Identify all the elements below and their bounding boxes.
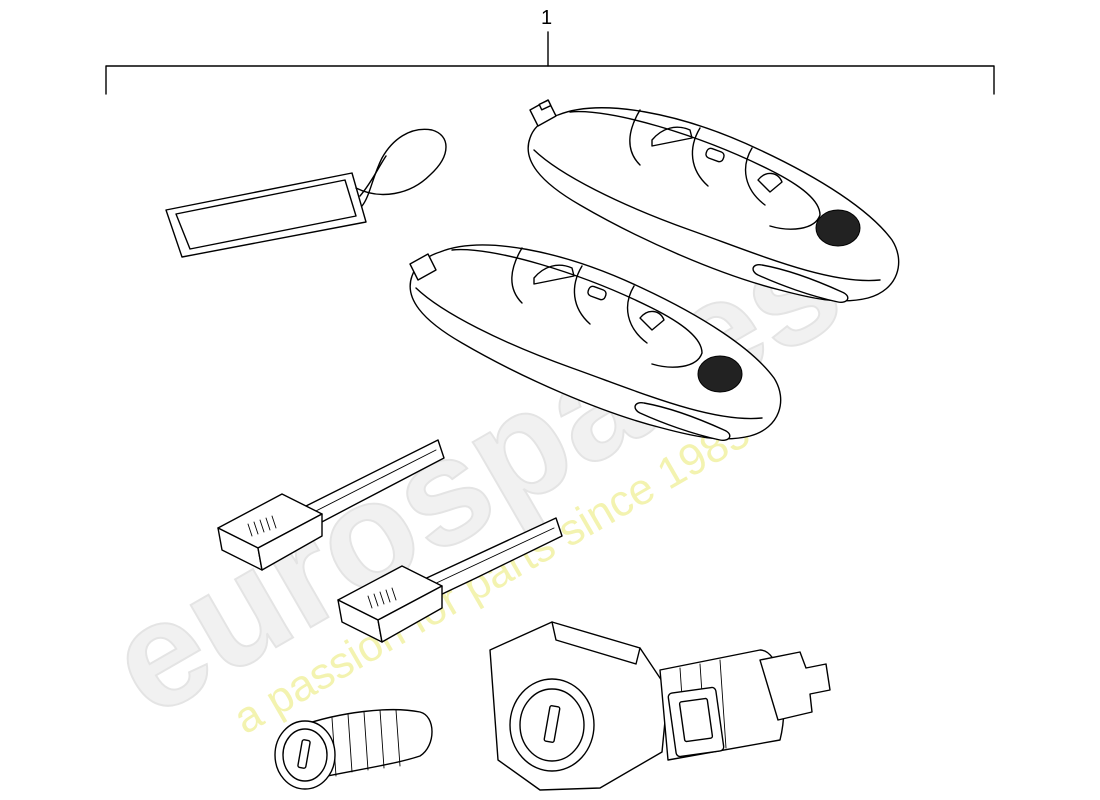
key-blade-upper-grip	[247, 515, 277, 537]
key-fob-upper-edge	[533, 149, 881, 282]
lock-icon	[705, 147, 725, 163]
car-roof-icon-lower	[533, 264, 575, 285]
lock-cylinder-small-ribs	[331, 709, 401, 777]
key-blade-lower	[337, 517, 563, 643]
ignition-lock	[489, 621, 831, 791]
ignition-lock-connector	[667, 686, 725, 758]
key-fob-lower-button-divider-2	[573, 265, 591, 325]
key-fob-upper-button-divider-3	[744, 147, 766, 206]
key-tag-window	[175, 179, 357, 250]
key-fob-lower-panel	[451, 248, 703, 368]
car-trunk-icon-lower	[639, 310, 665, 331]
key-tag	[165, 128, 447, 258]
key-blade-upper-groove	[309, 449, 437, 515]
car-trunk-icon	[757, 172, 783, 193]
lock-icon-lower	[587, 285, 607, 301]
key-fob-lower-button-divider-1	[511, 247, 523, 304]
crest-icon	[815, 209, 861, 247]
lock-cylinder-small-face-inner	[282, 728, 328, 782]
key-blade-lower-grip	[367, 587, 397, 609]
lock-cylinder-small	[274, 708, 433, 790]
part-number-label: 1	[541, 7, 552, 29]
key-slot-icon	[297, 739, 311, 769]
group-bracket	[105, 65, 995, 95]
part-callout: 1	[105, 7, 995, 95]
key-blade-lower-head-side	[377, 585, 443, 643]
key-blade-upper-head-side	[257, 513, 323, 571]
ignition-lock-actuator	[759, 651, 831, 721]
key-blade-lower-groove	[429, 527, 555, 587]
key-fob-upper-tab-slot	[538, 99, 552, 111]
ignition-lock-connector-inner	[678, 697, 714, 743]
ignition-lock-housing-edge	[551, 621, 641, 665]
key-tag-loop-inner	[359, 155, 387, 197]
key-fob-lower	[409, 244, 782, 442]
key-tag-loop	[355, 128, 447, 207]
key-fob-upper-button-divider-2	[691, 127, 709, 187]
key-blade-upper	[217, 439, 445, 571]
key-fob-upper-slot	[752, 263, 849, 304]
key-tag-body	[165, 172, 367, 258]
key-fob-lower-tab	[409, 253, 437, 281]
crest-icon-lower	[697, 355, 743, 393]
key-fob-upper	[527, 99, 900, 304]
key-fob-lower-slot	[634, 401, 731, 442]
key-fob-lower-button-divider-3	[626, 285, 648, 344]
key-slot-icon-ignition	[543, 705, 561, 743]
car-roof-icon	[651, 126, 693, 147]
key-fob-upper-button-divider-1	[629, 109, 641, 166]
key-fob-lower-edge	[415, 287, 763, 420]
key-fob-upper-panel	[569, 110, 821, 230]
ignition-lock-face-inner	[519, 688, 585, 762]
